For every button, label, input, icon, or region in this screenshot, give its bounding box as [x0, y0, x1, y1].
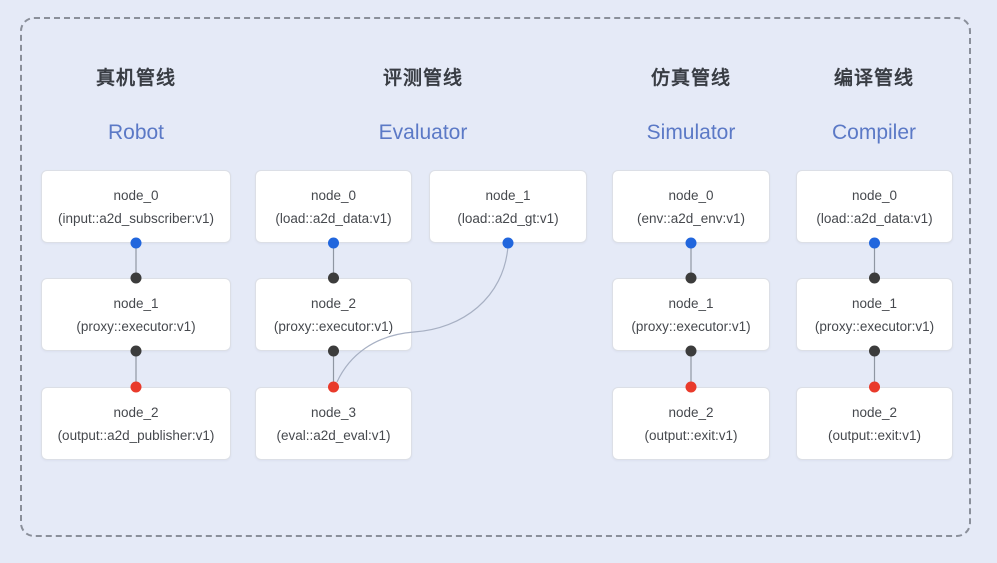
- node-name: node_0: [668, 187, 714, 203]
- robot-node-0: node_0 (input::a2d_subscriber:v1): [41, 170, 231, 243]
- robot-node-1: node_1 (proxy::executor:v1): [41, 278, 231, 351]
- node-name: node_1: [485, 187, 531, 203]
- node-type: (output::exit:v1): [644, 427, 738, 443]
- simulator-node-0: node_0 (env::a2d_env:v1): [612, 170, 770, 243]
- simulator-node-2: node_2 (output::exit:v1): [612, 387, 770, 460]
- node-name: node_2: [113, 404, 159, 420]
- node-type: (proxy::executor:v1): [76, 318, 196, 334]
- evaluator-title-en: Evaluator: [378, 121, 468, 144]
- evaluator-node-0: node_0 (load::a2d_data:v1): [255, 170, 412, 243]
- node-name: node_2: [851, 404, 898, 420]
- node-type: (load::a2d_data:v1): [816, 210, 933, 226]
- node-type: (proxy::executor:v1): [814, 318, 935, 334]
- node-name: node_0: [851, 187, 898, 203]
- node-name: node_1: [113, 295, 159, 311]
- dashed-frame: [20, 17, 971, 537]
- evaluator-node-2: node_2 (proxy::executor:v1): [255, 278, 412, 351]
- node-type: (eval::a2d_eval:v1): [276, 427, 391, 443]
- node-type: (input::a2d_subscriber:v1): [57, 210, 215, 226]
- robot-title-cn: 真机管线: [95, 68, 176, 89]
- node-name: node_2: [310, 295, 357, 311]
- robot-node-2: node_2 (output::a2d_publisher:v1): [41, 387, 231, 460]
- node-type: (proxy::executor:v1): [273, 318, 394, 334]
- node-type: (proxy::executor:v1): [631, 318, 751, 334]
- compiler-node-2: node_2 (output::exit:v1): [796, 387, 953, 460]
- compiler-title-en: Compiler: [831, 121, 917, 144]
- robot-title-en: Robot: [107, 121, 165, 144]
- node-name: node_0: [113, 187, 159, 203]
- compiler-title-cn: 编译管线: [833, 68, 914, 89]
- node-type: (load::a2d_gt:v1): [457, 210, 559, 226]
- node-name: node_0: [310, 187, 357, 203]
- evaluator-node-3: node_3 (eval::a2d_eval:v1): [255, 387, 412, 460]
- simulator-node-1: node_1 (proxy::executor:v1): [612, 278, 770, 351]
- node-name: node_3: [310, 404, 357, 420]
- node-type: (load::a2d_data:v1): [275, 210, 392, 226]
- compiler-node-0: node_0 (load::a2d_data:v1): [796, 170, 953, 243]
- node-name: node_1: [668, 295, 714, 311]
- simulator-title-cn: 仿真管线: [650, 68, 731, 89]
- node-type: (output::a2d_publisher:v1): [57, 427, 215, 443]
- simulator-title-en: Simulator: [646, 121, 736, 144]
- node-type: (output::exit:v1): [827, 427, 922, 443]
- node-type: (env::a2d_env:v1): [636, 210, 746, 226]
- node-name: node_2: [668, 404, 714, 420]
- evaluator-node-1: node_1 (load::a2d_gt:v1): [429, 170, 587, 243]
- node-name: node_1: [851, 295, 898, 311]
- compiler-node-1: node_1 (proxy::executor:v1): [796, 278, 953, 351]
- evaluator-title-cn: 评测管线: [382, 68, 463, 89]
